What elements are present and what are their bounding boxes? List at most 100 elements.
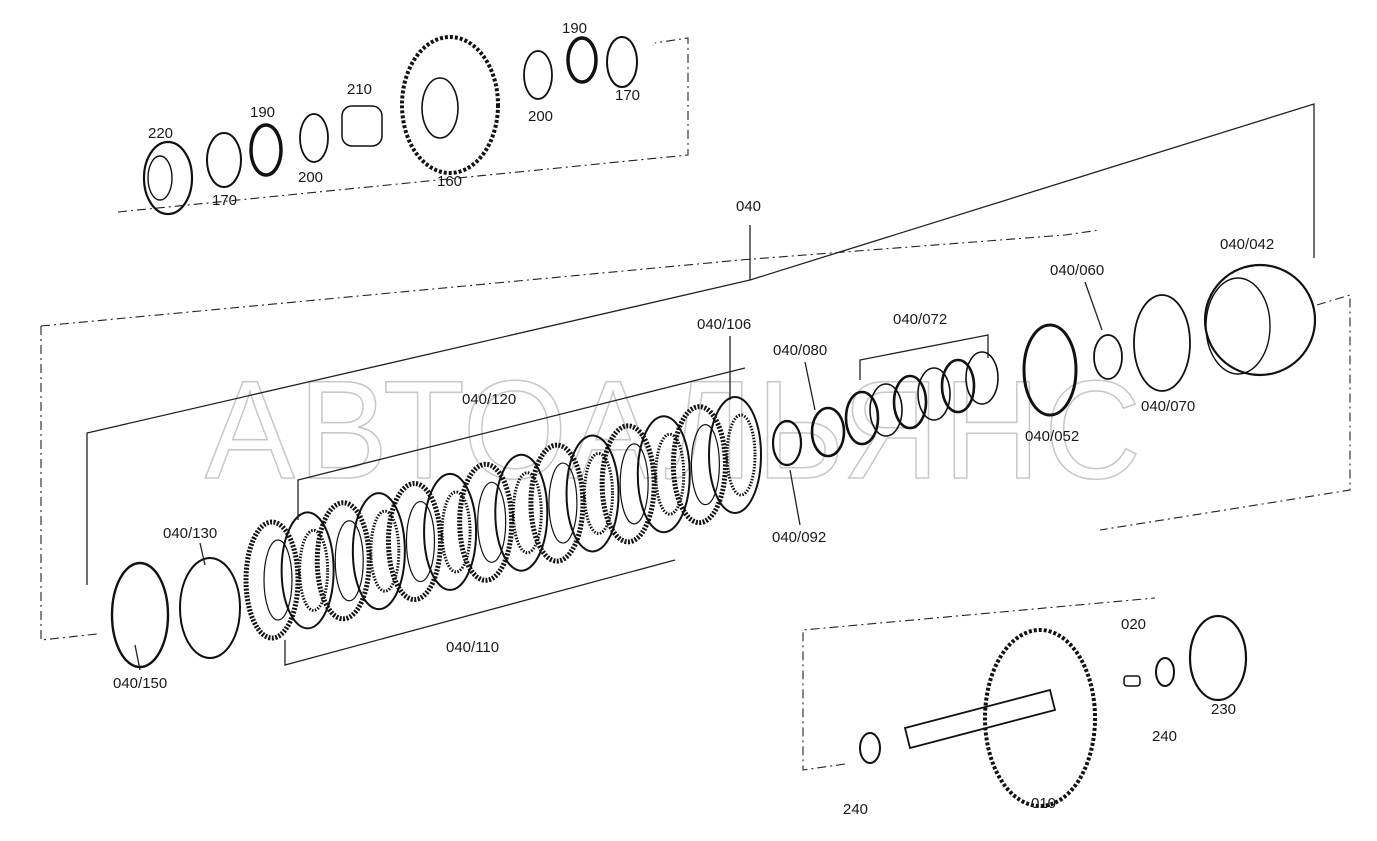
label-040-072: 040/072 [893,311,947,328]
clutch-group-outline-right [1099,294,1351,531]
part-040-052-piston [1022,323,1078,417]
label-160: 160 [437,173,462,190]
clutch-disc-bore [548,462,578,544]
label-240-b: 240 [1152,728,1177,745]
inner-clutch-disc [280,511,335,630]
clutch-disc-bore [263,539,293,621]
clutch-disc-bore [440,490,472,574]
label-040-060: 040/060 [1050,262,1104,279]
outer-clutch-disc [670,404,728,526]
spring-washer [917,367,951,421]
outer-clutch-disc [243,519,301,641]
clutch-disc-bore [725,413,757,497]
part-200-ring [299,113,329,163]
label-200-b: 200 [528,108,553,125]
label-040-110: 040/110 [446,639,499,656]
part-040-060-ring [1093,334,1123,380]
inner-clutch-disc [423,472,478,591]
spring-washer [940,358,976,414]
outer-clutch-disc [528,442,586,564]
label-210: 210 [347,81,372,98]
part-220-bearing-inner [147,155,173,201]
leader-040-130 [199,542,206,566]
part-230-bearing [1188,614,1248,702]
part-010-gear [983,628,1097,808]
inner-clutch-disc [351,492,406,611]
outer-clutch-disc [599,423,657,545]
leader-040-080 [804,361,816,411]
label-240-a: 240 [843,801,868,818]
clutch-disc-stack [243,351,999,641]
part-240-ring-b [1155,657,1175,687]
part-190-ring [249,123,283,177]
outer-clutch-disc [314,500,372,622]
label-040-130: 040/130 [163,525,217,542]
inner-clutch-disc [636,415,691,534]
part-020-pin [1123,675,1141,687]
top-group-outline [117,37,689,213]
inner-clutch-disc [494,453,549,572]
label-040: 040 [736,198,761,215]
part-040-070-ring [1133,294,1191,392]
label-010: 010 [1031,795,1056,812]
label-170-b: 170 [615,87,640,104]
clutch-disc-bore [405,500,436,583]
bracket-040-072 [859,334,989,380]
label-020: 020 [1121,616,1146,633]
part-040-092-ring [771,419,803,467]
part-040-080-ring [810,406,846,458]
label-040-150: 040/150 [113,675,167,692]
part-200-ring-b [523,50,553,100]
part-170-ring [206,132,242,188]
label-040-042: 040/042 [1220,236,1274,253]
clutch-disc-bore [334,520,364,602]
clutch-disc-bore [654,432,686,516]
clutch-disc-bore [690,424,720,506]
label-040-052: 040/052 [1025,428,1079,445]
bracket-040-110 [284,559,676,666]
clutch-disc-bore [298,528,330,612]
bracket-040 [86,225,751,585]
label-190-b: 190 [562,20,587,37]
part-170-ring-b [606,36,638,88]
clutch-disc-bore [583,451,615,535]
outer-clutch-disc [457,461,515,583]
clutch-group-outline [40,229,1101,327]
part-040-042-housing-inner [1205,277,1271,375]
part-190-ring-b [566,36,598,84]
clutch-group-outline-lower [40,326,98,641]
clutch-disc-bore [619,443,649,525]
inner-clutch-disc [708,396,762,514]
label-040-106: 040/106 [697,316,751,333]
watermark-text: АВТОАЛЬЯНС [205,351,1145,508]
part-010-shaft [903,688,1057,750]
part-040-150-snap-ring [110,561,170,669]
clutch-disc-bore [511,471,543,555]
label-190-a: 190 [250,104,275,121]
spring-washer [869,383,903,437]
part-220-bearing [142,140,194,216]
label-040-080: 040/080 [773,342,827,359]
part-160-gear-hub [421,77,459,139]
leader-040-092 [789,469,801,526]
outer-clutch-disc [385,481,443,603]
label-170-a: 170 [212,192,237,209]
bracket-040-right [749,103,1315,281]
spring-washer [844,390,880,446]
part-040-130-end-plate [179,557,241,659]
clutch-disc-bore [369,509,401,593]
spring-washer [965,351,999,405]
label-230: 230 [1211,701,1236,718]
bracket-040-120 [297,367,746,520]
part-040-042-housing [1203,263,1317,377]
part-240-ring-a [859,732,881,764]
part-210-needle-cage [341,105,383,147]
label-220: 220 [148,125,173,142]
spring-washer [892,374,928,430]
clutch-disc-bore [477,481,507,563]
leader-040-060 [1084,281,1103,331]
label-200-a: 200 [298,169,323,186]
part-160-gear [400,35,500,175]
label-040-070: 040/070 [1141,398,1195,415]
